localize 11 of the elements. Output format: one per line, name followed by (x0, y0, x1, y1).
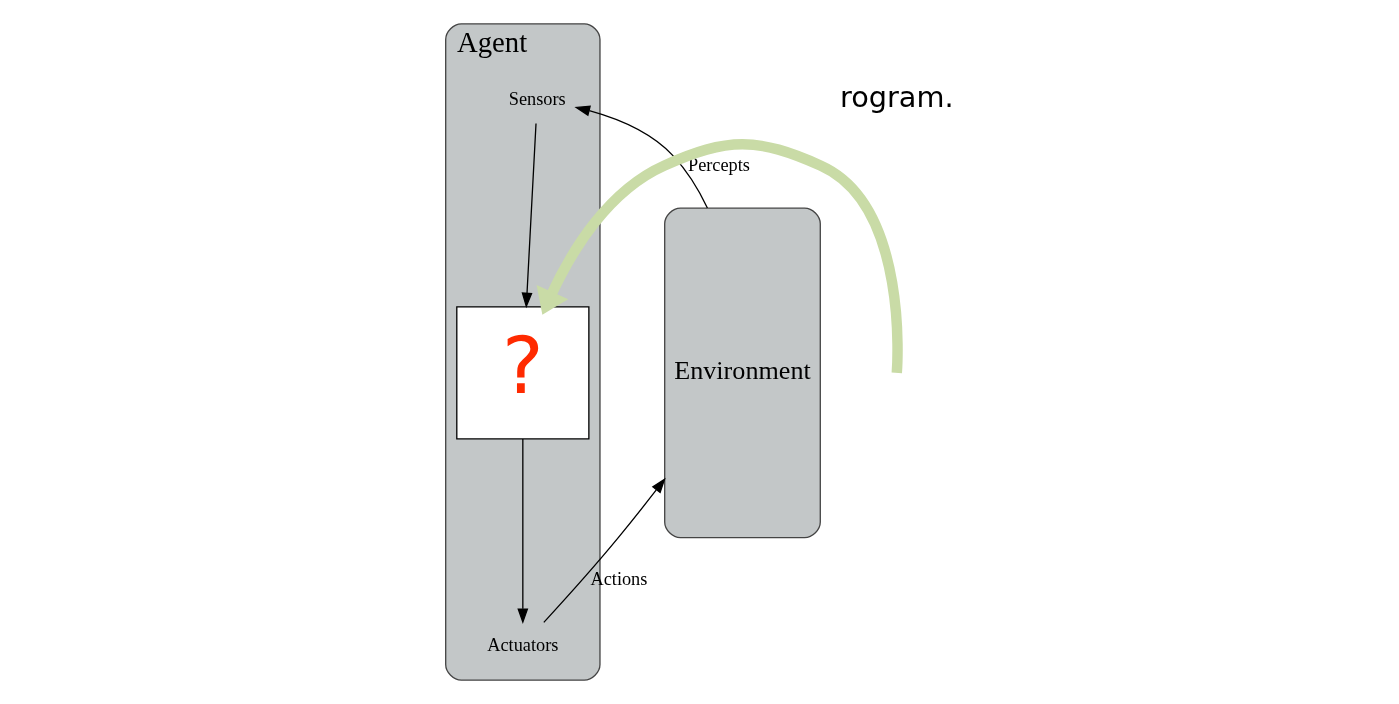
arrow (516, 438, 528, 625)
node-text: Sensors (508, 88, 566, 109)
arrow (536, 139, 903, 374)
label: rogram. (839, 79, 954, 114)
arrow (542, 477, 666, 623)
node-box: Environment (663, 207, 821, 539)
arrow (521, 122, 537, 309)
node-text: Actuators (486, 635, 558, 656)
edge-label: Percepts (687, 154, 750, 175)
node-box: ? (455, 306, 589, 440)
arrow (573, 105, 708, 209)
